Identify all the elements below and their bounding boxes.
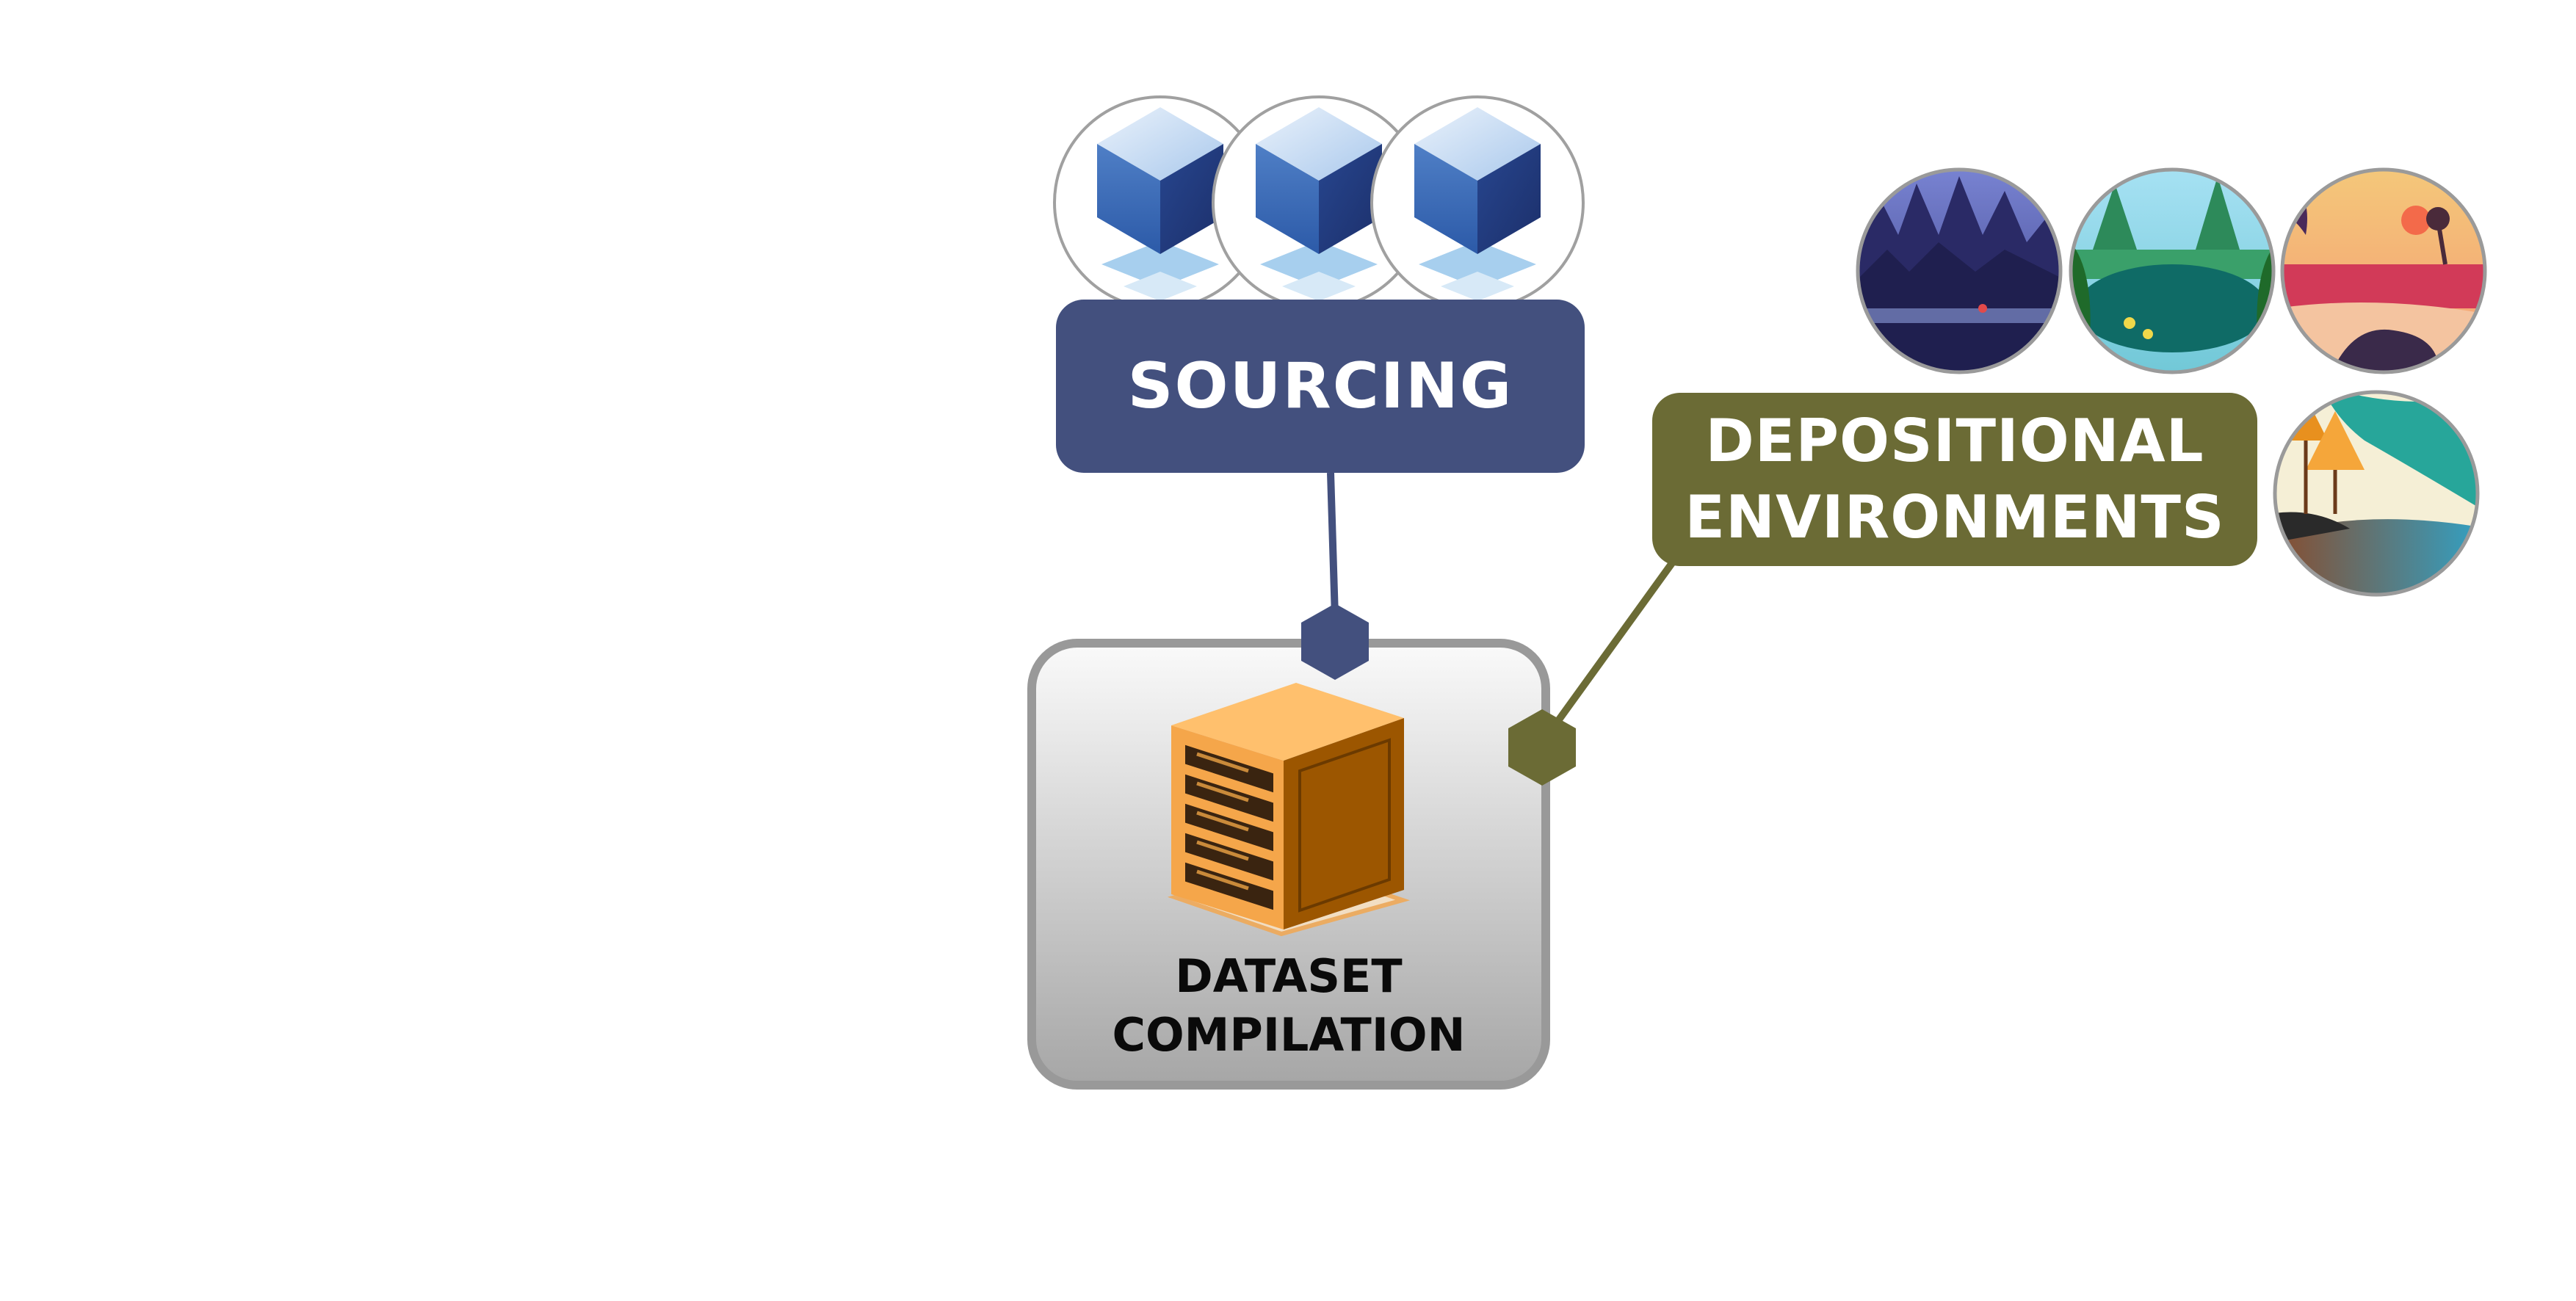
tropical-beach-icon bbox=[2280, 167, 2487, 374]
jungle-lake-icon bbox=[2069, 167, 2276, 374]
server-icon bbox=[1167, 683, 1411, 937]
sourcing-node-hexagon bbox=[1301, 604, 1369, 680]
sourcing-label: SOURCING bbox=[1127, 349, 1513, 423]
autumn-coast-icon bbox=[2273, 390, 2480, 597]
dataset-label-line1: DATASET bbox=[1175, 949, 1403, 1003]
night-forest-icon bbox=[1856, 167, 2063, 374]
depositional-environments-box: DEPOSITIONAL ENVIRONMENTS bbox=[1652, 393, 2257, 566]
dataset-label-line2: COMPILATION bbox=[1112, 1008, 1466, 1062]
cube-icon-1 bbox=[1053, 95, 1267, 310]
depositional-label-line1: DEPOSITIONAL bbox=[1705, 407, 2204, 475]
cube-icon-3 bbox=[1370, 95, 1585, 310]
dataset-compilation-label: DATASET COMPILATION bbox=[1032, 947, 1546, 1065]
depositional-node-hexagon bbox=[1508, 709, 1576, 786]
sourcing-connector bbox=[1327, 472, 1339, 617]
sourcing-box: SOURCING bbox=[1056, 300, 1585, 473]
cube-icon-2 bbox=[1212, 95, 1426, 310]
depositional-label-line2: ENVIRONMENTS bbox=[1685, 483, 2225, 551]
depositional-connector bbox=[1538, 556, 1679, 745]
